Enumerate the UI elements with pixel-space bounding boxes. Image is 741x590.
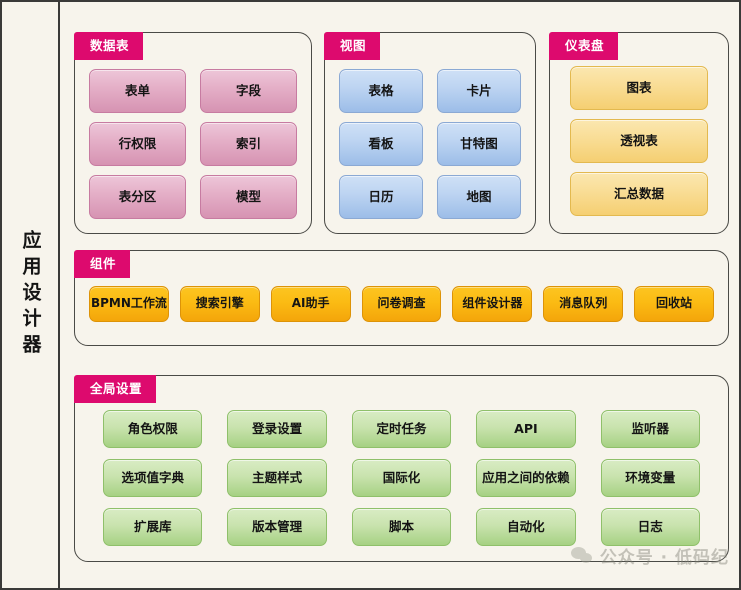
panel-view-title: 视图 (324, 32, 381, 61)
panel-global-settings: 全局设置 角色权限 登录设置 定时任务 API 监听器 选项值字典 主题样式 国… (74, 375, 729, 562)
panel-global-settings-title: 全局设置 (74, 375, 157, 404)
panel-components-title: 组件 (74, 250, 131, 279)
chip-global-env-var[interactable]: 环境变量 (600, 459, 700, 497)
chip-component-bpmn[interactable]: BPMN工作流 (89, 286, 169, 322)
chip-component-survey[interactable]: 问卷调查 (361, 286, 442, 322)
chip-global-listener[interactable]: 监听器 (600, 410, 700, 448)
chip-global-script[interactable]: 脚本 (351, 508, 452, 546)
chip-global-i18n[interactable]: 国际化 (351, 459, 452, 497)
chip-datatable-row-perm[interactable]: 行权限 (89, 122, 186, 166)
chip-view-kanban[interactable]: 看板 (339, 122, 423, 166)
panel-global-settings-items: 角色权限 登录设置 定时任务 API 监听器 选项值字典 主题样式 国际化 应用… (103, 410, 700, 546)
chip-datatable-form[interactable]: 表单 (89, 69, 186, 113)
chip-dashboard-summary[interactable]: 汇总数据 (570, 172, 708, 216)
chip-datatable-field[interactable]: 字段 (200, 69, 297, 113)
chip-datatable-index[interactable]: 索引 (200, 122, 297, 166)
panel-view: 视图 表格 卡片 看板 甘特图 日历 地图 (324, 32, 536, 234)
chip-component-ai[interactable]: AI助手 (270, 286, 351, 322)
chip-dashboard-chart[interactable]: 图表 (570, 66, 708, 110)
chip-global-app-deps[interactable]: 应用之间的依赖 (476, 459, 576, 497)
chip-global-cron[interactable]: 定时任务 (351, 410, 452, 448)
chip-view-card[interactable]: 卡片 (437, 69, 521, 113)
panel-datatable: 数据表 表单 字段 行权限 索引 表分区 模型 (74, 32, 312, 234)
panel-dashboard-items: 图表 透视表 汇总数据 (570, 66, 708, 216)
chip-component-designer[interactable]: 组件设计器 (452, 286, 533, 322)
chip-dashboard-pivot[interactable]: 透视表 (570, 119, 708, 163)
panel-components: 组件 BPMN工作流 搜索引擎 AI助手 问卷调查 组件设计器 消息队列 回收站 (74, 250, 729, 346)
chip-component-mq[interactable]: 消息队列 (543, 286, 624, 322)
panel-datatable-items: 表单 字段 行权限 索引 表分区 模型 (89, 69, 297, 219)
chip-global-dictionary[interactable]: 选项值字典 (103, 459, 203, 497)
chip-view-gantt[interactable]: 甘特图 (437, 122, 521, 166)
app-designer-label: 应用设计器 (19, 230, 42, 360)
chip-view-calendar[interactable]: 日历 (339, 175, 423, 219)
chip-global-log[interactable]: 日志 (600, 508, 700, 546)
chip-datatable-model[interactable]: 模型 (200, 175, 297, 219)
panel-view-items: 表格 卡片 看板 甘特图 日历 地图 (339, 69, 521, 219)
panel-components-items: BPMN工作流 搜索引擎 AI助手 问卷调查 组件设计器 消息队列 回收站 (89, 286, 714, 322)
chip-global-automation[interactable]: 自动化 (476, 508, 576, 546)
left-rail: 应用设计器 (2, 2, 60, 588)
chip-view-table[interactable]: 表格 (339, 69, 423, 113)
chip-global-theme[interactable]: 主题样式 (227, 459, 327, 497)
chip-view-map[interactable]: 地图 (437, 175, 521, 219)
chip-component-search[interactable]: 搜索引擎 (179, 286, 260, 322)
panel-dashboard-title: 仪表盘 (549, 32, 619, 61)
chip-global-role-perm[interactable]: 角色权限 (103, 410, 203, 448)
panel-dashboard: 仪表盘 图表 透视表 汇总数据 (549, 32, 729, 234)
diagram-canvas: 数据表 表单 字段 行权限 索引 表分区 模型 视图 表格 卡片 看板 甘特图 … (62, 2, 739, 588)
chip-global-version[interactable]: 版本管理 (227, 508, 327, 546)
panel-datatable-title: 数据表 (74, 32, 144, 61)
chip-global-ext-lib[interactable]: 扩展库 (103, 508, 203, 546)
chip-global-api[interactable]: API (476, 410, 576, 448)
chip-datatable-partition[interactable]: 表分区 (89, 175, 186, 219)
chip-global-login[interactable]: 登录设置 (227, 410, 327, 448)
chip-component-recycle[interactable]: 回收站 (634, 286, 714, 322)
